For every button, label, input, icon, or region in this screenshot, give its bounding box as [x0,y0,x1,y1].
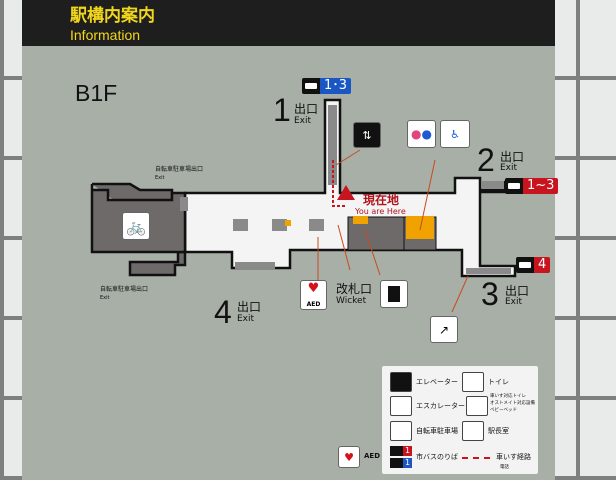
legend-bicycle-icon [390,421,412,441]
bus-icon [516,257,534,273]
sign-header: 駅構内案内 Information [22,0,555,46]
wicket-ja: 改札口 [336,282,373,296]
legend-bus-red: 1 [390,446,412,456]
you-are-here-ja: 現在地 [363,193,400,207]
legend-accessible-2: オストメイト対応設備 [490,401,535,406]
exit-3-en: Exit [505,297,523,307]
wicket-en: Wicket [336,296,367,306]
station-office-icon [380,280,408,308]
legend-city-bus: 市バスのりば [416,453,458,461]
bus-number: 1~3 [523,178,559,194]
legend-aed: AED [364,452,381,460]
bus-number: 1 [403,446,412,456]
legend-accessible-1: 車いす対応トイレ [490,394,526,399]
exit-2-ja: 出口 [500,150,525,164]
exit-4-number: 4 [214,294,232,330]
bus-stop-badge-exit-1: 1･3 [302,78,352,94]
exit-3-ja: 出口 [505,284,530,298]
legend-route-line [462,457,490,459]
escalator-icon: ↗ [430,316,458,343]
wheelchair-route [332,160,345,207]
legend-station-office: 駅長室 [488,427,509,435]
you-are-here-en: You are Here [355,207,406,216]
bus-stop-badge-exit-3: 4 [516,257,551,273]
legend-toilet: トイレ [488,378,509,386]
legend-toilet-icon [462,372,484,392]
legend-wheelchair-route: 車いす経路 [496,453,531,461]
legend-aed-icon: ♥ [338,446,360,468]
legend-bike-parking: 自転車駐車場 [416,427,458,435]
exit-2-en: Exit [500,163,518,173]
bus-icon [302,78,320,94]
legend-phone: 電話 [500,465,509,470]
legend-accessible-icon [466,396,488,416]
locker [285,220,291,226]
bike-exit-label-2: 自転車駐車場出口 [100,286,149,293]
floor-label: B1F [75,80,118,106]
bus-number: 1･3 [320,78,352,94]
bike-exit-en-1: Exit [155,175,165,181]
bus-number: 1 [403,458,412,468]
exit-1-ja: 出口 [294,102,319,116]
accessible-toilet-icon: ♿ [440,120,470,148]
leader-lines [317,149,469,313]
stairs [180,105,511,274]
legend-escalator: エスカレーター [416,402,465,410]
elevator-icon: ⇅ [353,122,381,148]
you-are-here-marker [337,185,355,200]
exit-3-number: 3 [481,276,499,312]
aed-icon: ♥ AED [300,280,327,310]
title-ja: 駅構内案内 [70,6,155,26]
legend-elevator: エレベーター [416,378,458,386]
shop-area [406,216,434,239]
legend-escalator-icon [390,396,412,416]
title-en: Information [70,27,141,43]
bike-exit-label-1: 自転車駐車場出口 [155,166,204,173]
exit-2-number: 2 [477,142,495,178]
legend-station-office-icon [462,421,484,441]
bicycle-icon: 🚲 [122,212,150,240]
aed-label: AED [306,301,321,308]
legend-elevator-icon [390,372,412,392]
exit-1-number: 1 [273,92,291,128]
exit-4-ja: 出口 [237,300,262,314]
bus-number: 4 [534,257,551,273]
legend-bus-blue: 1 [390,458,412,468]
exit-4-en: Exit [237,314,255,324]
heart-icon: ♥ [307,281,320,296]
legend-accessible-3: ベビーベッド [490,408,517,413]
bus-icon [505,178,523,194]
kiosk [353,216,368,224]
legend: エレベーター トイレ エスカレーター 車いす対応トイレ オストメイト対応設備 ベ… [382,366,538,474]
bike-exit-en-2: Exit [100,295,110,301]
exit-1-en: Exit [294,116,312,126]
bus-stop-badge-exit-2: 1~3 [505,178,559,194]
toilet-icon: ●● [407,120,436,148]
